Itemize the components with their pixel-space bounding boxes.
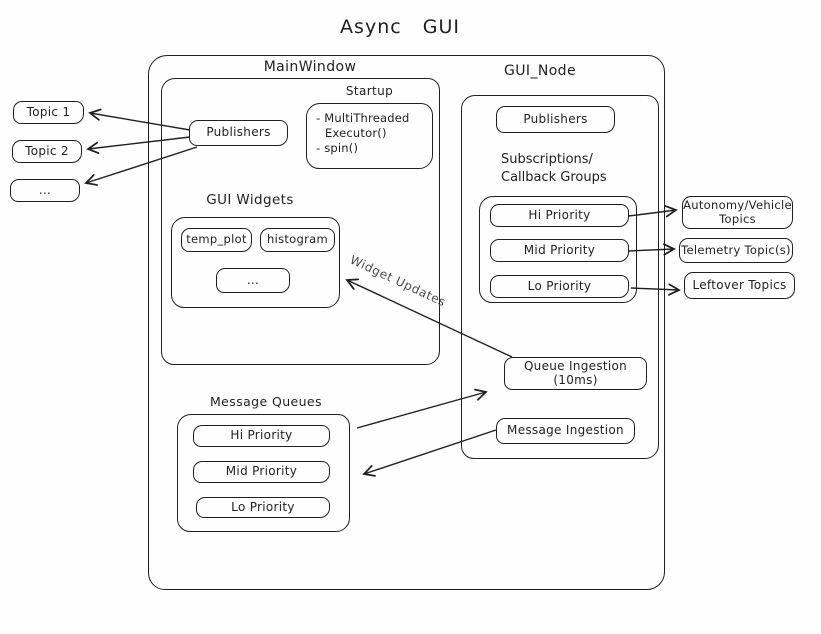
topic-box-telemetry: Telemetry Topic(s)	[679, 238, 793, 263]
gui-widgets-box	[171, 217, 340, 308]
subscriptions-label: Subscriptions/ Callback Groups	[501, 151, 641, 186]
startup-line-2: Executor()	[325, 126, 387, 140]
topic-box-leftover: Leftover Topics	[684, 272, 795, 299]
message-queues-box	[177, 414, 350, 532]
gui-node-publishers-box: Publishers	[496, 106, 615, 133]
gui-node-label: GUI_Node	[504, 63, 576, 79]
mq-priority-box-hi: Hi Priority	[193, 425, 330, 447]
queue-ingestion-box: Queue Ingestion (10ms)	[504, 357, 647, 390]
priority-box-hi: Hi Priority	[490, 204, 629, 227]
diagram-title: Async GUI	[340, 16, 460, 38]
startup-line-3: - spin()	[316, 141, 359, 155]
widget-box-temp-plot: temp_plot	[181, 228, 252, 252]
mq-priority-box-mid: Mid Priority	[193, 461, 330, 483]
startup-line-1: - MultiThreaded	[316, 111, 410, 125]
startup-box	[306, 103, 433, 169]
subscriptions-label-line-1: Subscriptions/	[501, 152, 593, 167]
priority-box-mid: Mid Priority	[490, 239, 629, 262]
priority-box-lo: Lo Priority	[490, 275, 629, 298]
main-window-label: MainWindow	[263, 59, 357, 75]
widget-box-histogram: histogram	[260, 228, 335, 252]
mq-priority-box-lo: Lo Priority	[196, 497, 330, 518]
message-ingestion-box: Message Ingestion	[496, 418, 635, 444]
topic-box-1: Topic 1	[13, 101, 84, 124]
subscriptions-label-line-2: Callback Groups	[501, 169, 607, 185]
gui-widgets-label: GUI Widgets	[206, 192, 294, 208]
system-boundary-box	[148, 55, 665, 590]
topic-box-more: ...	[10, 179, 80, 202]
topic-box-autonomy-vehicle: Autonomy/Vehicle Topics	[682, 196, 793, 229]
gui-node-box	[461, 95, 659, 459]
topic-box-2: Topic 2	[12, 140, 82, 163]
main-window-box	[161, 78, 440, 365]
startup-label: Startup	[345, 84, 394, 98]
widget-box-more: ...	[216, 268, 290, 293]
startup-notes: - MultiThreaded Executor() - spin()	[316, 111, 428, 156]
message-queues-label: Message Queues	[210, 394, 322, 409]
main-window-publishers-box: Publishers	[189, 120, 288, 146]
